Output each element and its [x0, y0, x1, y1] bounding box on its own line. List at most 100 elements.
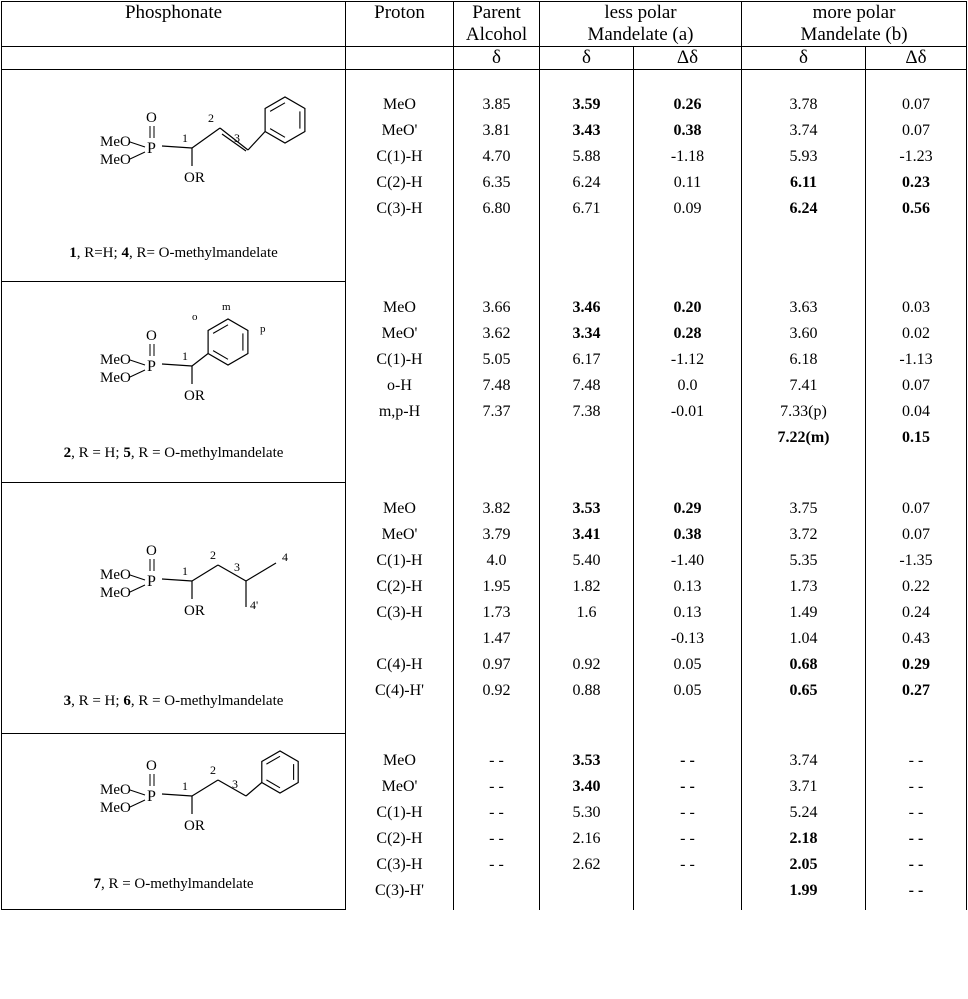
proton-cell: C(4)-H'	[374, 681, 425, 699]
svg-text:MeO: MeO	[100, 585, 131, 601]
svg-text:4': 4'	[250, 598, 258, 612]
parent-delta-cell: 1.95	[482, 577, 511, 595]
mandelate-b-delta-cell: 5.24	[789, 803, 818, 821]
svg-text:1: 1	[182, 349, 188, 363]
mandelate-a-delta-cell: 3.43	[572, 122, 601, 139]
parent-delta-cell	[454, 878, 539, 904]
mandelate-a-delta-cell: 3.40	[572, 777, 601, 795]
mandelate-a-ddelta-cell: -1.12	[670, 350, 705, 368]
parent-delta-cell: 3.79	[482, 525, 511, 543]
mandelate-b-delta-cell: 1.73	[789, 577, 818, 595]
svg-text:1: 1	[182, 564, 188, 578]
parent-delta-cell: 3.62	[482, 324, 511, 342]
parent-delta-cell: - -	[489, 751, 504, 769]
parent-delta-cell: 4.0	[486, 551, 507, 569]
mandelate-b-delta-cell: 0.68	[789, 655, 818, 673]
mandelate-a-ddelta-cell: 0.09	[673, 200, 702, 217]
proton-cell	[346, 425, 453, 451]
proton-cell: C(3)-H	[376, 855, 423, 873]
mandelate-a-delta-cell: 0.88	[572, 681, 601, 699]
mandelate-b-ddelta-cell: - -	[908, 855, 924, 873]
mandelate-b-ddelta-cell: 0.04	[902, 402, 930, 420]
mandelate-b-ddelta-cell: -1.35	[899, 551, 933, 569]
mandelate-b-delta-cell: 2.18	[789, 829, 818, 847]
svg-text:O: O	[146, 110, 157, 126]
parent-delta-cell: 1.73	[482, 603, 511, 621]
proton-cell: MeO	[383, 499, 416, 517]
mandelate-a-ddelta-cell: -1.40	[670, 551, 705, 569]
subheader-delta-b: δ	[741, 46, 866, 70]
mandelate-a-ddelta-cell: 0.38	[673, 122, 702, 139]
mandelate-b-ddelta-cell-column: - -- -- -- -- -- -	[865, 733, 967, 910]
mandelate-b-ddelta-cell: 0.29	[902, 655, 930, 673]
mandelate-a-ddelta-cell: -1.18	[670, 148, 705, 165]
mandelate-b-ddelta-cell: 0.22	[902, 577, 930, 595]
proton-cell: C(2)-H	[376, 174, 423, 191]
mandelate-a-delta-cell: 6.17	[572, 350, 601, 368]
mandelate-a-ddelta-cell-column: - -- -- -- -- -	[633, 733, 742, 910]
compound-label: 2, R = H; 5, R = O-methylmandelate	[63, 445, 284, 461]
mandelate-a-delta-cell: 3.53	[572, 751, 601, 769]
mandelate-b-ddelta-cell: - -	[908, 777, 924, 795]
mandelate-b-delta-cell: 3.63	[789, 298, 818, 316]
mandelate-b-delta-cell: 7.22(m)	[777, 428, 830, 446]
mandelate-b-ddelta-cell: 0.43	[902, 629, 930, 647]
svg-text:3: 3	[232, 777, 238, 791]
mandelate-b-ddelta-cell: - -	[908, 751, 924, 769]
parent-delta-cell: 5.05	[482, 350, 511, 368]
subheader-delta-a: δ	[539, 46, 634, 70]
mandelate-b-ddelta-cell: 0.24	[902, 603, 930, 621]
mandelate-b-delta-cell: 3.74	[789, 122, 818, 139]
mandelate-a-ddelta-cell: 0.26	[673, 96, 702, 113]
subheader-blank	[1, 46, 346, 70]
mandelate-b-ddelta-cell: 0.56	[902, 200, 930, 217]
svg-text:MeO: MeO	[100, 800, 131, 816]
mandelate-a-ddelta-cell: 0.05	[673, 681, 702, 699]
proton-cell: o-H	[387, 376, 412, 394]
mandelate-b-delta-cell: 2.05	[789, 855, 818, 873]
mandelate-b-ddelta-cell: - -	[908, 803, 924, 821]
mandelate-b-delta-cell: 3.60	[789, 324, 818, 342]
mandelate-b-delta-cell: 5.35	[789, 551, 818, 569]
mandelate-a-ddelta-cell: - -	[680, 803, 695, 821]
proton-cell: C(3)-H'	[374, 881, 425, 899]
svg-text:P: P	[147, 140, 156, 157]
mandelate-a-ddelta-cell: 0.13	[673, 577, 702, 595]
parent-delta-cell: 0.97	[482, 655, 511, 673]
mandelate-b-delta-cell: 6.18	[789, 350, 818, 368]
svg-text:m: m	[222, 301, 231, 313]
svg-text:o: o	[192, 311, 198, 323]
mandelate-a-ddelta-cell: 0.13	[673, 603, 702, 621]
proton-cell: MeO'	[381, 525, 418, 543]
parent-delta-cell-column: - -- -- -- -- -	[453, 733, 540, 910]
mandelate-a-delta-cell: 7.48	[572, 376, 601, 394]
svg-text:OR: OR	[184, 170, 205, 186]
svg-text:1: 1	[182, 779, 188, 793]
parent-delta-cell: 6.80	[482, 200, 511, 217]
svg-text:3: 3	[234, 560, 240, 574]
proton-cell: MeO	[383, 96, 416, 113]
mandelate-a-ddelta-cell: - -	[680, 855, 695, 873]
svg-text:MeO: MeO	[100, 782, 131, 798]
mandelate-b-delta-cell: 6.11	[789, 174, 818, 191]
mandelate-a-ddelta-cell: - -	[680, 777, 695, 795]
subheader-ddelta-a: Δδ	[633, 46, 742, 70]
